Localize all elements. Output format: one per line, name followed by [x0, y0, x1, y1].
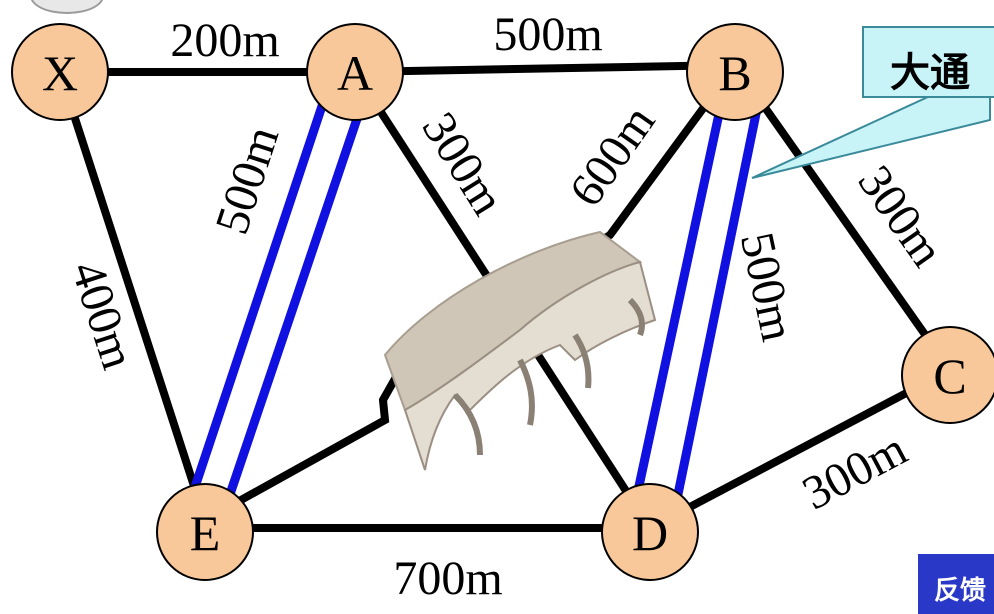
callout-text: 大通 — [890, 50, 970, 96]
feedback-button[interactable]: 反馈 — [918, 554, 994, 614]
node-x-circle — [11, 23, 109, 121]
node-b-label: B — [718, 45, 751, 101]
edge-b-c — [731, 61, 954, 374]
edge-a-b-label: 500m — [493, 8, 602, 61]
bridge-illustration — [383, 230, 657, 471]
edge-a-d-label: 300m — [412, 103, 515, 224]
feedback-button-label: 反馈 — [934, 576, 987, 606]
edge-c-d — [646, 366, 954, 532]
highlight-edges — [185, 98, 763, 508]
edge-e-d-label: 700m — [393, 552, 502, 602]
edge-c-d-label: 300m — [794, 422, 915, 520]
node-a-circle — [306, 23, 404, 121]
edge-b-d-blue-outer-2 — [671, 103, 763, 505]
edge-b-d-blue-outer-1 — [631, 99, 727, 501]
node-a-label: A — [337, 45, 373, 101]
node-labels: X A B C D E — [42, 45, 967, 561]
edge-a-e-blue-outer-2 — [221, 102, 367, 508]
callout-box: 大通 — [862, 26, 994, 98]
node-x-label: X — [42, 45, 78, 101]
node-c-circle — [901, 326, 994, 424]
edge-x-e-label: 400m — [61, 255, 145, 375]
nodes — [11, 23, 994, 581]
node-e-label: E — [190, 505, 221, 561]
node-d-label: D — [632, 505, 668, 561]
edge-b-c-label: 300m — [848, 156, 954, 276]
edge-x-e — [56, 68, 209, 524]
edge-b-d-label: 500m — [730, 228, 805, 346]
edge-a-e-label: 500m — [205, 120, 289, 240]
node-b-circle — [686, 23, 784, 121]
node-c-label: C — [933, 348, 966, 404]
edge-a-b — [351, 61, 739, 76]
edge-x-a-label: 200m — [170, 14, 279, 67]
node-d-circle — [601, 483, 699, 581]
node-e-circle — [156, 483, 254, 581]
edge-a-e-blue-outer-1 — [185, 98, 329, 504]
edge-b-e-label: 600m — [559, 96, 665, 216]
